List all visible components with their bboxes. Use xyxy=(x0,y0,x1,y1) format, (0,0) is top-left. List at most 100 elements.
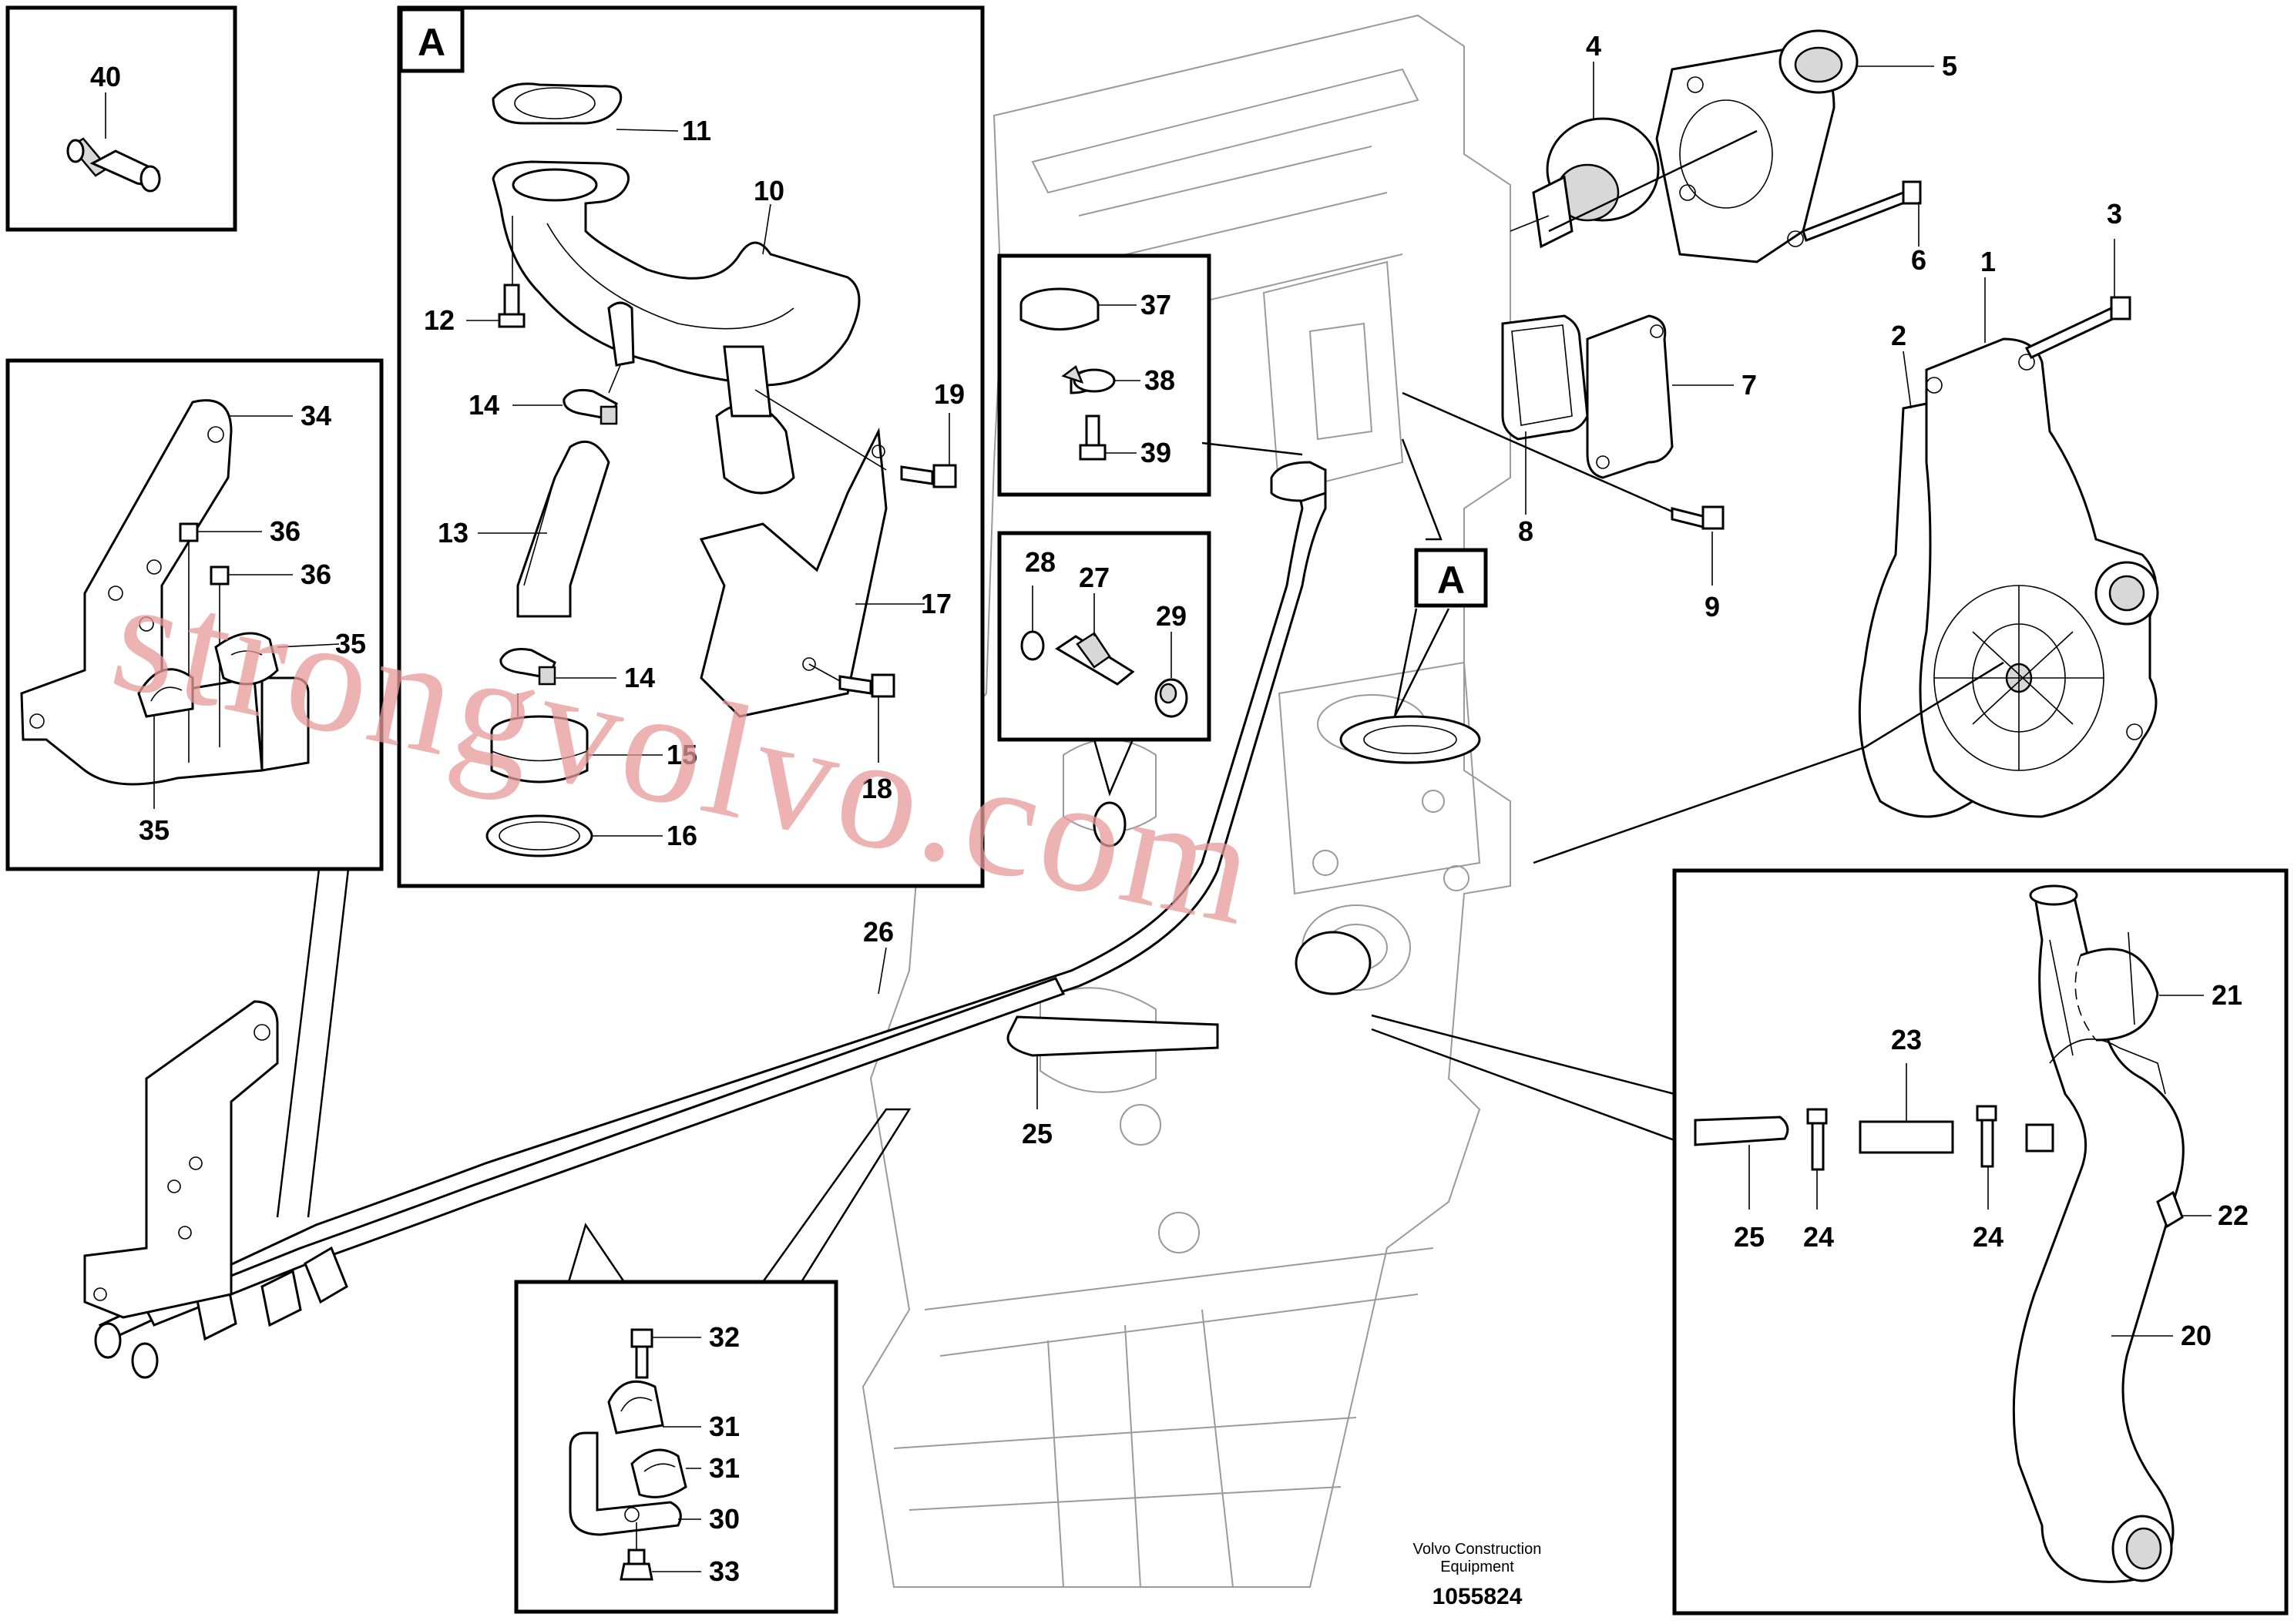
sleeve-15 xyxy=(490,715,589,783)
washer-28 xyxy=(1020,630,1045,661)
leader-pump-gasket-2 xyxy=(1864,661,2004,749)
thermostat-seat xyxy=(1339,715,1481,764)
label-2: 2 xyxy=(1891,320,1906,351)
label-4: 4 xyxy=(1586,30,1601,62)
label-13: 13 xyxy=(438,517,469,549)
clamp-35-right xyxy=(214,632,279,686)
bracket-30 xyxy=(569,1431,682,1536)
view-a-tag xyxy=(398,7,465,73)
label-12: 12 xyxy=(424,304,455,336)
label-36b: 36 xyxy=(301,559,331,590)
label-27: 27 xyxy=(1079,562,1110,593)
hose-25-on-block xyxy=(1006,1015,1219,1057)
leader-inset-34 xyxy=(276,867,350,1218)
label-22: 22 xyxy=(2218,1200,2249,1231)
cover-7 xyxy=(1586,314,1674,479)
hose-clamp-14-upper xyxy=(563,388,618,425)
label-39: 39 xyxy=(1140,437,1171,468)
pump-outlet-port xyxy=(1295,931,1372,995)
label-10: 10 xyxy=(754,175,784,206)
label-21: 21 xyxy=(2212,979,2242,1011)
inset-part-40 xyxy=(5,5,237,232)
label-28: 28 xyxy=(1025,546,1056,578)
label-32: 32 xyxy=(709,1321,740,1353)
screw-6 xyxy=(1802,180,1922,242)
nipple-fitting-40 xyxy=(66,137,161,193)
label-5: 5 xyxy=(1942,50,1957,82)
leader-inset-20-25-a xyxy=(1371,1014,1675,1096)
view-a-marker xyxy=(1414,548,1488,608)
clamp-31-upper xyxy=(607,1380,664,1434)
plug-29 xyxy=(1154,678,1188,718)
label-9: 9 xyxy=(1705,591,1720,622)
screw-36-left xyxy=(179,522,199,763)
label-23: 23 xyxy=(1891,1024,1922,1055)
label-6: 6 xyxy=(1911,244,1926,276)
label-35a: 35 xyxy=(139,814,170,846)
screw-3 xyxy=(2024,296,2131,359)
gasket-8 xyxy=(1501,314,1589,441)
label-11: 11 xyxy=(682,115,711,146)
screw-12 xyxy=(498,284,526,328)
clamp-35-left xyxy=(137,668,194,718)
screw-32 xyxy=(630,1328,653,1379)
leader-inset-37-39 xyxy=(1201,441,1303,456)
nipple-27 xyxy=(1055,632,1135,686)
label-14a: 14 xyxy=(469,389,499,421)
label-34: 34 xyxy=(301,400,331,431)
inset-parts-20-25 xyxy=(1672,868,2289,1616)
housing-5 xyxy=(1655,29,1859,263)
label-35b: 35 xyxy=(335,628,366,659)
bracket-17 xyxy=(699,345,888,718)
gasket-11 xyxy=(492,82,623,125)
label-40: 40 xyxy=(90,61,121,92)
clamp-31-lower xyxy=(630,1448,687,1498)
label-31b: 31 xyxy=(709,1452,740,1484)
view-a-tag-letter: A xyxy=(418,21,445,64)
bracket-34 xyxy=(20,399,310,786)
seal-ring-37 xyxy=(1019,287,1100,331)
label-15: 15 xyxy=(667,739,697,770)
pipe-bracket xyxy=(83,1000,279,1319)
leader-pump-gasket xyxy=(1533,746,1866,864)
label-18: 18 xyxy=(862,773,892,804)
label-20: 20 xyxy=(2181,1320,2212,1351)
pipe-26 xyxy=(94,461,1327,1379)
water-pump-1 xyxy=(1919,337,2159,818)
pipe-bend-10 xyxy=(492,160,861,387)
label-25a: 25 xyxy=(1022,1118,1053,1149)
label-33: 33 xyxy=(709,1555,740,1587)
view-a-marker-letter: A xyxy=(1437,559,1465,602)
clamp-21 xyxy=(2074,948,2159,1042)
thermostat-4 xyxy=(1510,117,1660,249)
hose-clamp-24-right xyxy=(1976,1105,1997,1168)
label-7: 7 xyxy=(1741,369,1757,401)
label-25b: 25 xyxy=(1734,1221,1765,1253)
leader-inset-30-33-a xyxy=(567,1223,626,1283)
label-1: 1 xyxy=(1980,246,1996,277)
label-14b: 14 xyxy=(624,662,655,693)
hose-clamp-24-left xyxy=(1806,1108,1828,1171)
leader-inset-30-33-b xyxy=(761,1108,912,1283)
hose-stub xyxy=(607,301,635,367)
hose-25-inset xyxy=(1694,1116,1789,1146)
caption-line-1: Volvo Construction xyxy=(1413,1541,1542,1558)
nut-33 xyxy=(620,1549,653,1581)
label-24b: 24 xyxy=(1973,1221,2003,1253)
label-36a: 36 xyxy=(270,515,301,547)
label-17: 17 xyxy=(921,588,952,619)
hose-clamp-14-lower xyxy=(499,648,556,686)
screw-19 xyxy=(900,464,957,488)
label-37: 37 xyxy=(1140,289,1171,320)
screw-18 xyxy=(838,673,895,698)
washer-38 xyxy=(1061,365,1116,394)
leader-inset-20-25-b xyxy=(1371,1028,1675,1142)
label-31a: 31 xyxy=(709,1411,740,1442)
o-ring-16 xyxy=(485,814,593,857)
view-a-leader-lower xyxy=(1393,608,1450,717)
block-port xyxy=(1093,801,1127,847)
screw-39 xyxy=(1079,414,1107,461)
view-a-leader-upper xyxy=(1401,438,1443,541)
